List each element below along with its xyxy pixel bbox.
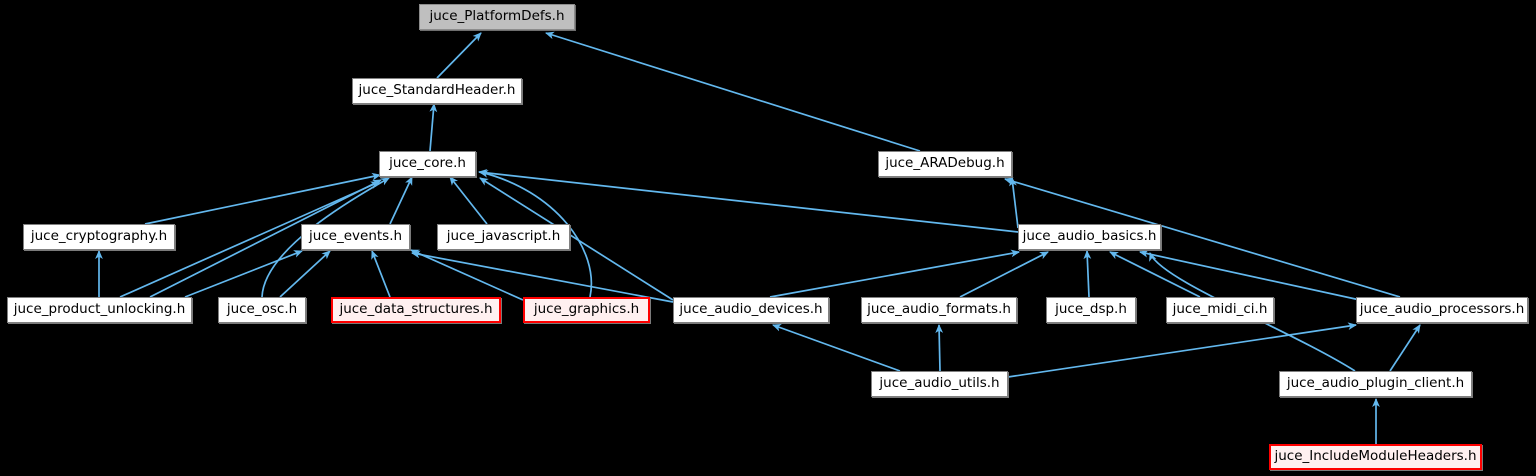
- graph-edge-javascript-to-core: [449, 176, 488, 225]
- graph-node-label: juce_midi_ci.h: [1172, 301, 1268, 318]
- graph-node-standardheader[interactable]: juce_StandardHeader.h: [352, 78, 522, 104]
- graph-node-label: juce_audio_plugin_client.h: [1286, 375, 1465, 392]
- graph-node-pluginclient[interactable]: juce_audio_plugin_client.h: [1279, 371, 1472, 397]
- graph-edge-osc-to-events: [279, 250, 331, 298]
- graph-edge-datastructures-to-events: [371, 250, 391, 298]
- graph-edge-audiobasics-to-aradebug: [1009, 177, 1019, 229]
- graph-node-includemodule[interactable]: juce_IncludeModuleHeaders.h: [1269, 444, 1482, 470]
- graph-node-label: juce_data_structures.h: [339, 301, 493, 318]
- graph-edge-audioprocs-to-audiobasics: [1139, 249, 1361, 301]
- graph-node-label: juce_javascript.h: [446, 228, 561, 245]
- graph-edge-audioformats-to-audiobasics: [959, 251, 1049, 298]
- graph-node-label: juce_audio_utils.h: [879, 375, 1000, 392]
- graph-node-dsp[interactable]: juce_dsp.h: [1046, 297, 1136, 323]
- graph-node-label: juce_events.h: [308, 228, 403, 245]
- graph-node-label: juce_ARADebug.h: [885, 155, 1005, 172]
- graph-edge-cryptography-to-core: [144, 172, 381, 225]
- graph-edge-audioutils-to-audiodevices: [772, 324, 901, 372]
- graph-edge-audioprocs-to-aradebug: [1004, 177, 1401, 298]
- graph-node-label: juce_dsp.h: [1055, 301, 1127, 318]
- graph-node-datastructures[interactable]: juce_data_structures.h: [331, 297, 501, 323]
- graph-node-label: juce_audio_processors.h: [1359, 301, 1525, 318]
- graph-edge-aradebug-to-platformdefs: [545, 31, 921, 152]
- graph-node-label: juce_audio_devices.h: [679, 301, 823, 318]
- graph-node-events[interactable]: juce_events.h: [301, 224, 410, 250]
- graph-node-cryptography[interactable]: juce_cryptography.h: [23, 224, 175, 250]
- graph-node-label: juce_graphics.h: [533, 301, 640, 318]
- graph-edge-pluginclient-to-audioprocs: [1389, 324, 1421, 372]
- graph-edge-productunlock-to-core: [119, 181, 380, 298]
- graph-node-audioprocs[interactable]: juce_audio_processors.h: [1356, 297, 1528, 323]
- graph-edge-productunlock-to-core: [149, 179, 382, 298]
- graph-node-label: juce_StandardHeader.h: [358, 82, 516, 99]
- graph-edge-standardheader-to-platformdefs: [436, 32, 482, 79]
- graph-edge-graphics-to-core: [479, 170, 593, 298]
- graph-node-audioutils[interactable]: juce_audio_utils.h: [871, 371, 1008, 397]
- graph-edge-productunlock-to-events: [184, 250, 303, 298]
- graph-edge-events-to-core: [389, 176, 413, 225]
- graph-node-graphics[interactable]: juce_graphics.h: [523, 297, 650, 323]
- graph-node-label: juce_audio_basics.h: [1022, 228, 1157, 245]
- graph-node-label: juce_osc.h: [226, 301, 298, 318]
- graph-edge-audiodevices-to-events: [411, 250, 674, 303]
- graph-node-midici[interactable]: juce_midi_ci.h: [1166, 297, 1274, 323]
- graph-node-label: juce_cryptography.h: [30, 228, 168, 245]
- graph-node-osc[interactable]: juce_osc.h: [218, 297, 306, 323]
- graph-edge-audiobasics-to-core: [478, 169, 1019, 233]
- graph-node-label: juce_product_unlocking.h: [13, 301, 186, 318]
- graph-node-audioformats[interactable]: juce_audio_formats.h: [861, 297, 1017, 323]
- graph-edge-audioutils-to-audioformats: [935, 324, 944, 372]
- graph-node-audiodevices[interactable]: juce_audio_devices.h: [673, 297, 829, 323]
- graph-node-audiobasics[interactable]: juce_audio_basics.h: [1018, 224, 1161, 250]
- graph-node-javascript[interactable]: juce_javascript.h: [437, 224, 570, 250]
- graph-edge-graphics-to-events: [410, 249, 524, 301]
- graph-edge-core-to-standardheader: [429, 103, 438, 152]
- graph-edge-dsp-to-audiobasics: [1083, 250, 1092, 298]
- graph-edge-audiodevices-to-audiobasics: [769, 249, 1020, 298]
- graph-node-core[interactable]: juce_core.h: [379, 151, 476, 177]
- graph-node-label: juce_core.h: [389, 155, 466, 172]
- graph-edge-midici-to-audiobasics: [1109, 251, 1201, 298]
- graph-node-platformdefs[interactable]: juce_PlatformDefs.h: [419, 4, 575, 30]
- graph-edge-audioutils-to-audioprocs: [1007, 322, 1357, 378]
- graph-node-label: juce_IncludeModuleHeaders.h: [1274, 448, 1477, 465]
- graph-node-label: juce_audio_formats.h: [867, 301, 1011, 318]
- graph-node-aradebug[interactable]: juce_ARADebug.h: [878, 151, 1012, 177]
- graph-edge-audiodevices-to-core: [479, 177, 674, 301]
- graph-node-productunlock[interactable]: juce_product_unlocking.h: [7, 297, 192, 323]
- graph-node-label: juce_PlatformDefs.h: [429, 8, 565, 25]
